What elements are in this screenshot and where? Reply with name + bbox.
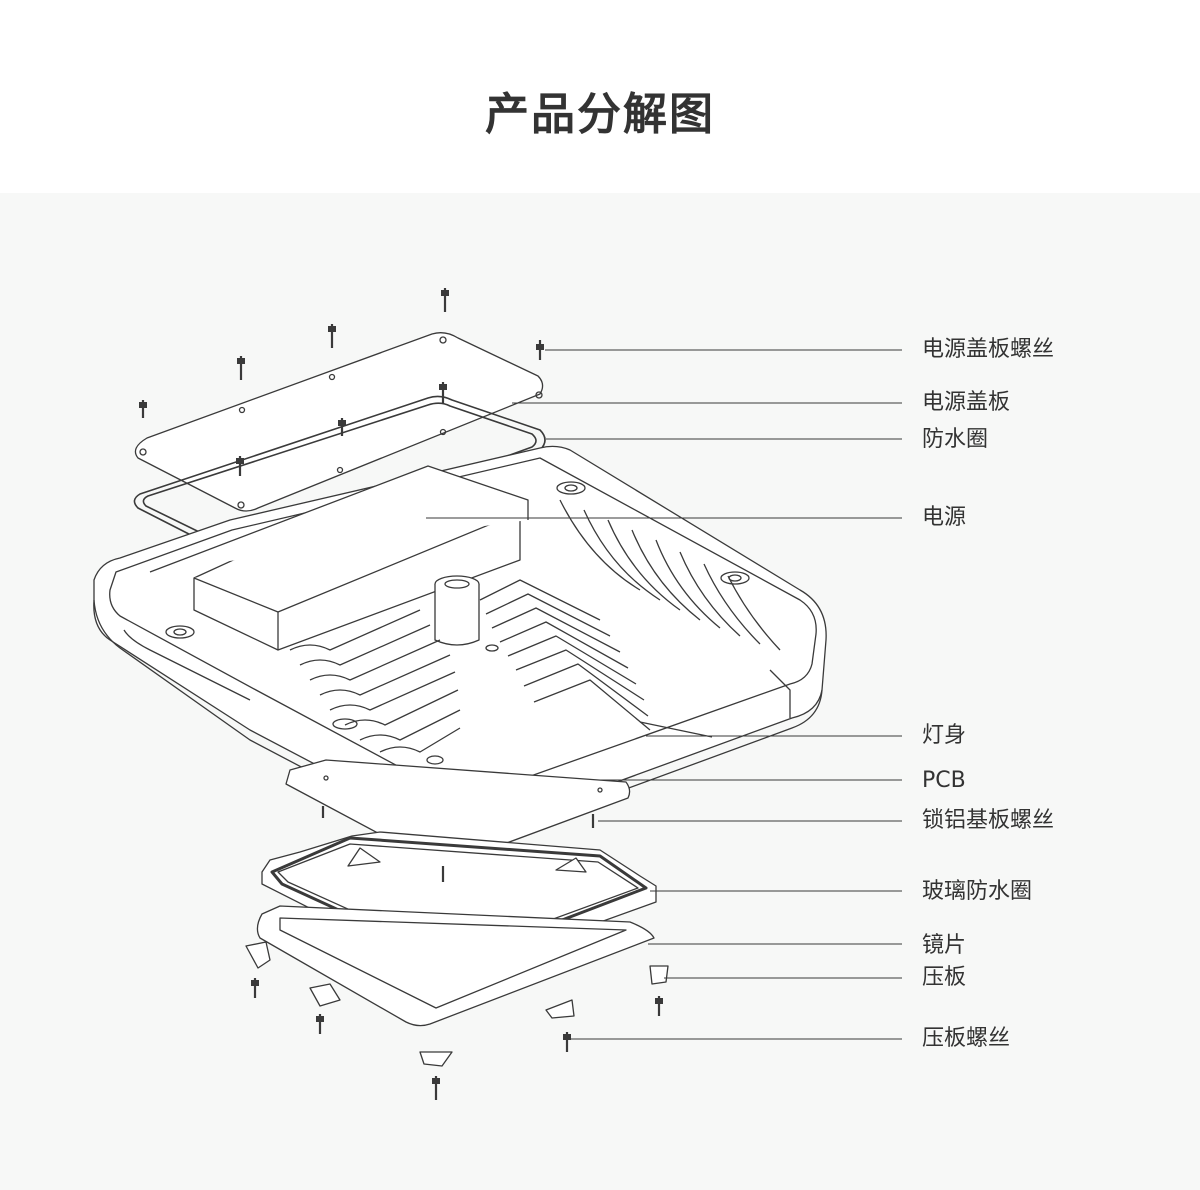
page-title: 产品分解图 [485, 89, 715, 140]
screw-heads [139, 290, 663, 1084]
mounting-bosses [165, 481, 750, 765]
label-glass-waterproof-ring: 玻璃防水圈 [922, 879, 1033, 904]
label-aluminum-board-screws: 锁铝基板螺丝 [922, 808, 1055, 833]
power-supply-box [149, 465, 529, 651]
label-power-cover: 电源盖板 [922, 390, 1011, 415]
heat-sink-fins-left [289, 609, 461, 753]
label-pressure-plate: 压板 [922, 965, 967, 990]
title-band: 产品分解图 [0, 0, 1200, 193]
central-post [434, 575, 480, 646]
label-lamp-body: 灯身 [922, 723, 967, 748]
label-pcb: PCB [922, 768, 966, 793]
label-waterproof-ring: 防水圈 [922, 427, 989, 452]
label-pressure-plate-screws: 压板螺丝 [922, 1026, 1011, 1051]
label-power-supply: 电源 [922, 505, 967, 530]
leader-lines [426, 349, 902, 1040]
pressure-plates [245, 941, 669, 1067]
glass-waterproof-ring [261, 831, 657, 975]
heat-sink-fins-right [479, 579, 651, 731]
label-power-cover-screws: 电源盖板螺丝 [922, 337, 1055, 362]
label-lens: 镜片 [922, 933, 967, 958]
lens-plate [256, 905, 655, 1027]
heat-sink-fins-rear [559, 499, 781, 651]
